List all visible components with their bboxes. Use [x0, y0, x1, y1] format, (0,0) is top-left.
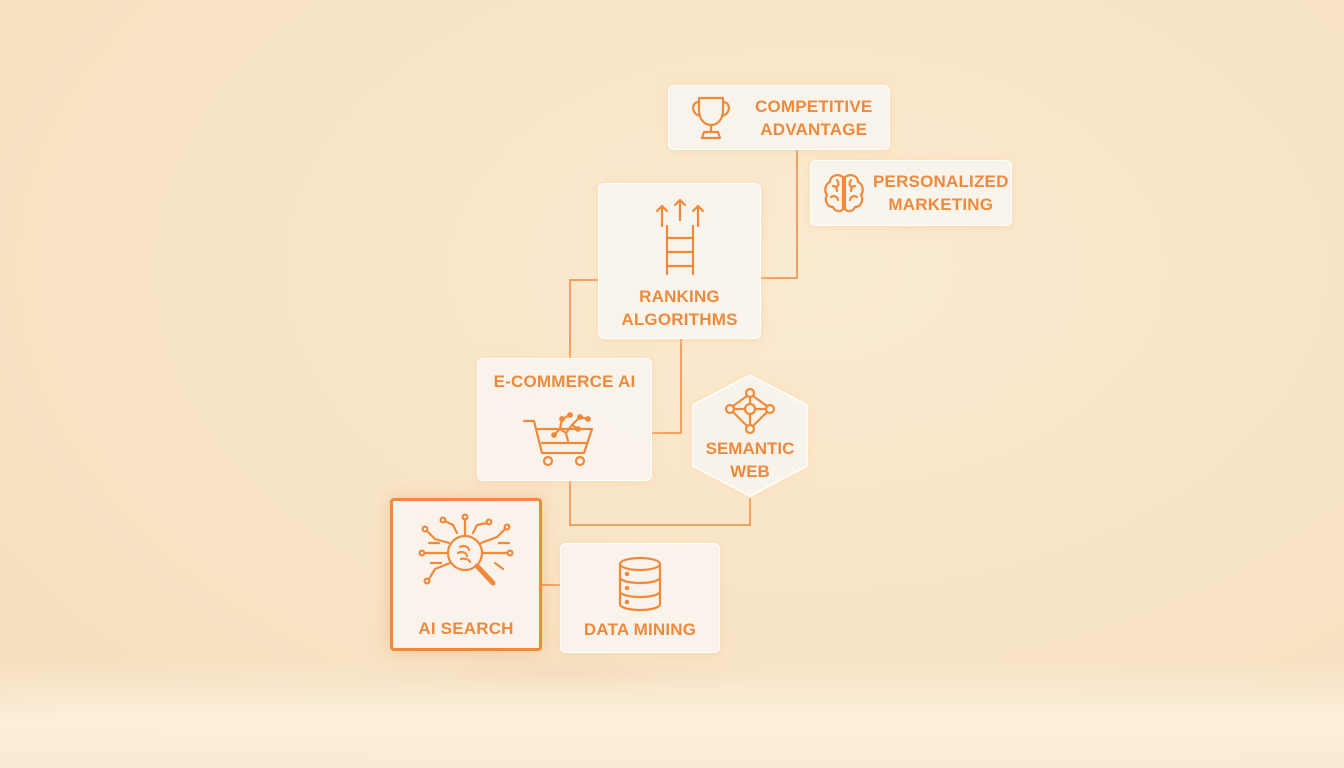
network-icon — [724, 387, 776, 435]
node-semantic-web[interactable]: SEMANTIC WEB — [690, 373, 810, 498]
ladder-arrows-icon — [650, 196, 710, 276]
connector-ecommerce-ranking-lower — [652, 339, 682, 434]
data-mining-label: DATA MINING — [583, 620, 697, 639]
brain-icon — [821, 171, 867, 215]
competitive-advantage-label-line1: COMPETITIVE — [755, 96, 873, 116]
shopping-cart-icon — [520, 399, 610, 469]
node-ai-search[interactable]: AI SEARCH — [390, 498, 542, 651]
node-ecommerce-ai[interactable]: E-COMMERCE AI — [477, 358, 652, 481]
personalized-marketing-label: PERSONALIZED MARKETING — [873, 170, 1009, 216]
node-personalized-marketing[interactable]: PERSONALIZED MARKETING — [810, 160, 1012, 226]
ranking-algorithms-label: RANKING ALGORITHMS — [599, 285, 760, 331]
trophy-icon — [683, 92, 739, 144]
ecommerce-ai-label: E-COMMERCE AI — [493, 372, 636, 391]
ranking-algorithms-label-line2: ALGORITHMS — [621, 310, 738, 329]
connector-ecommerce-ranking — [569, 279, 598, 358]
node-data-mining[interactable]: DATA MINING — [560, 543, 720, 653]
floor-glow — [0, 658, 1344, 768]
personalized-marketing-label-line1: PERSONALIZED — [873, 172, 1009, 191]
node-ranking-algorithms[interactable]: RANKING ALGORITHMS — [598, 183, 761, 339]
connector-ranking-competitive — [761, 150, 798, 279]
ranking-algorithms-label-line1: RANKING — [639, 287, 720, 306]
personalized-marketing-label-line2: MARKETING — [888, 195, 994, 214]
competitive-advantage-label-line2: ADVANTAGE — [760, 119, 868, 139]
semantic-web-label-line2: WEB — [730, 462, 770, 481]
semantic-web-label: SEMANTIC WEB — [690, 437, 810, 483]
node-competitive-advantage[interactable]: COMPETITIVE ADVANTAGE — [668, 85, 890, 150]
competitive-advantage-label: COMPETITIVE ADVANTAGE — [755, 95, 872, 141]
semantic-web-label-line1: SEMANTIC — [705, 439, 795, 458]
semantic-web-hexagon — [692, 374, 808, 497]
connector-ecommerce-semantic — [569, 481, 751, 526]
database-icon — [616, 556, 664, 612]
ai-search-label: AI SEARCH — [418, 619, 514, 638]
magnifier-circuit-icon — [409, 513, 523, 605]
